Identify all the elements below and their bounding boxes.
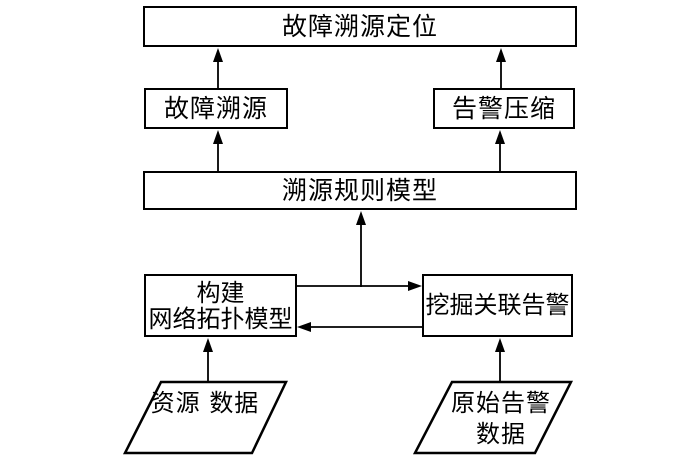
arrowhead-right-icon (408, 281, 422, 291)
node-label: 告警压缩 (451, 93, 556, 123)
node-label: 挖掘关联告警 (425, 291, 570, 320)
arrowhead-up-icon (213, 130, 223, 144)
raw-alarm-data-parallelogram (412, 380, 574, 455)
node-label-line2: 网络拓扑模型 (148, 304, 293, 333)
arrowhead-left-icon (297, 322, 311, 332)
node-build-network-topology-model: 构建 网络拓扑模型 (144, 274, 297, 337)
node-label: 故障溯源定位 (281, 11, 438, 41)
node-label: 故障溯源 (163, 93, 268, 123)
node-raw-alarm-data: 原始告警 数据 (440, 388, 562, 450)
arrowhead-up-icon (495, 338, 505, 352)
arrowhead-up-icon (496, 48, 506, 62)
arrowhead-up-icon (356, 211, 366, 225)
arrowhead-up-icon (495, 130, 505, 144)
node-label-line2: 数据 (476, 420, 526, 448)
node-mine-correlated-alarms: 挖掘关联告警 (422, 274, 573, 337)
arrowhead-up-icon (203, 338, 213, 352)
node-fault-tracing: 故障溯源 (144, 88, 288, 129)
resource-data-parallelogram (122, 380, 288, 455)
arrowhead-up-icon (213, 48, 223, 62)
node-label-line2: 数据 (209, 389, 260, 417)
node-resource-data: 资源 数据 (145, 388, 265, 419)
node-alarm-compression: 告警压缩 (433, 88, 575, 129)
node-fault-tracing-location: 故障溯源定位 (143, 6, 577, 47)
node-label-line1: 资源 (150, 389, 201, 417)
node-tracing-rule-model: 溯源规则模型 (143, 171, 577, 210)
node-label: 溯源规则模型 (281, 175, 438, 205)
node-label-line1: 原始告警 (451, 389, 551, 417)
node-label-line1: 构建 (196, 278, 245, 307)
